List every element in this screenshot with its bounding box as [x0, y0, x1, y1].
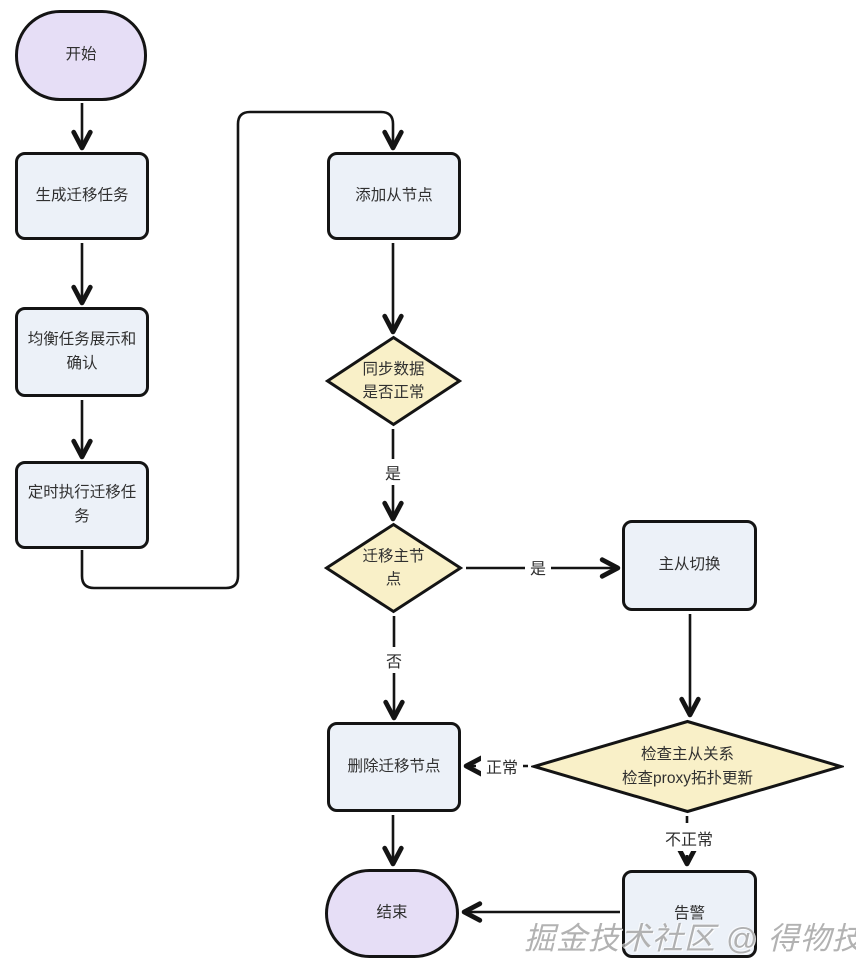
node-delete-migration-node: 删除迁移节点 — [327, 722, 461, 812]
node-master-slave-switch-label: 主从切换 — [658, 556, 721, 574]
node-sync-data-check: 同步数据 是否正常 — [325, 335, 462, 427]
node-migrate-master-check-line2: 点 — [385, 571, 402, 588]
edge-label-no: 否 — [380, 647, 408, 673]
node-scheduled-migration-line2: 务 — [74, 508, 90, 525]
node-balance-task-confirm-line2: 确认 — [66, 355, 98, 372]
node-start-label: 开始 — [65, 46, 97, 64]
node-balance-task-confirm: 均衡任务展示和 确认 — [15, 307, 149, 397]
node-add-slave-node: 添加从节点 — [327, 152, 461, 240]
node-alert: 告警 — [622, 870, 757, 958]
node-sync-data-check-line2: 是否正常 — [362, 384, 425, 401]
node-end-label: 结束 — [376, 904, 408, 922]
edge-label-abnormal: 不正常 — [659, 825, 719, 851]
edge-label-yes-migrate: 是 — [524, 554, 552, 580]
node-generate-migration-task: 生成迁移任务 — [15, 152, 149, 240]
node-scheduled-migration-line1: 定时执行迁移任 — [27, 483, 137, 501]
node-generate-migration-task-label: 生成迁移任务 — [35, 186, 129, 204]
edge-label-yes-sync: 是 — [379, 459, 407, 485]
node-check-topology-line2: 检查proxy拓扑更新 — [622, 769, 753, 787]
node-balance-task-confirm-line1: 均衡任务展示和 — [27, 330, 137, 348]
node-add-slave-node-label: 添加从节点 — [355, 186, 433, 204]
check-topology-diamond-shape — [531, 719, 844, 814]
node-check-topology-line1: 检查主从关系 — [640, 746, 734, 764]
node-check-topology: 检查主从关系 检查proxy拓扑更新 — [531, 719, 844, 814]
node-delete-migration-node-label: 删除迁移节点 — [347, 757, 441, 775]
node-migrate-master-check: 迁移主节 点 — [324, 522, 463, 614]
node-sync-data-check-line1: 同步数据 — [362, 360, 425, 378]
node-start: 开始 — [15, 10, 147, 101]
node-scheduled-migration: 定时执行迁移任 务 — [15, 461, 149, 549]
node-alert-label: 告警 — [673, 904, 705, 922]
node-migrate-master-check-line1: 迁移主节 — [362, 547, 425, 565]
node-master-slave-switch: 主从切换 — [622, 520, 757, 611]
edge-label-normal: 正常 — [480, 753, 524, 779]
node-end: 结束 — [325, 869, 459, 958]
